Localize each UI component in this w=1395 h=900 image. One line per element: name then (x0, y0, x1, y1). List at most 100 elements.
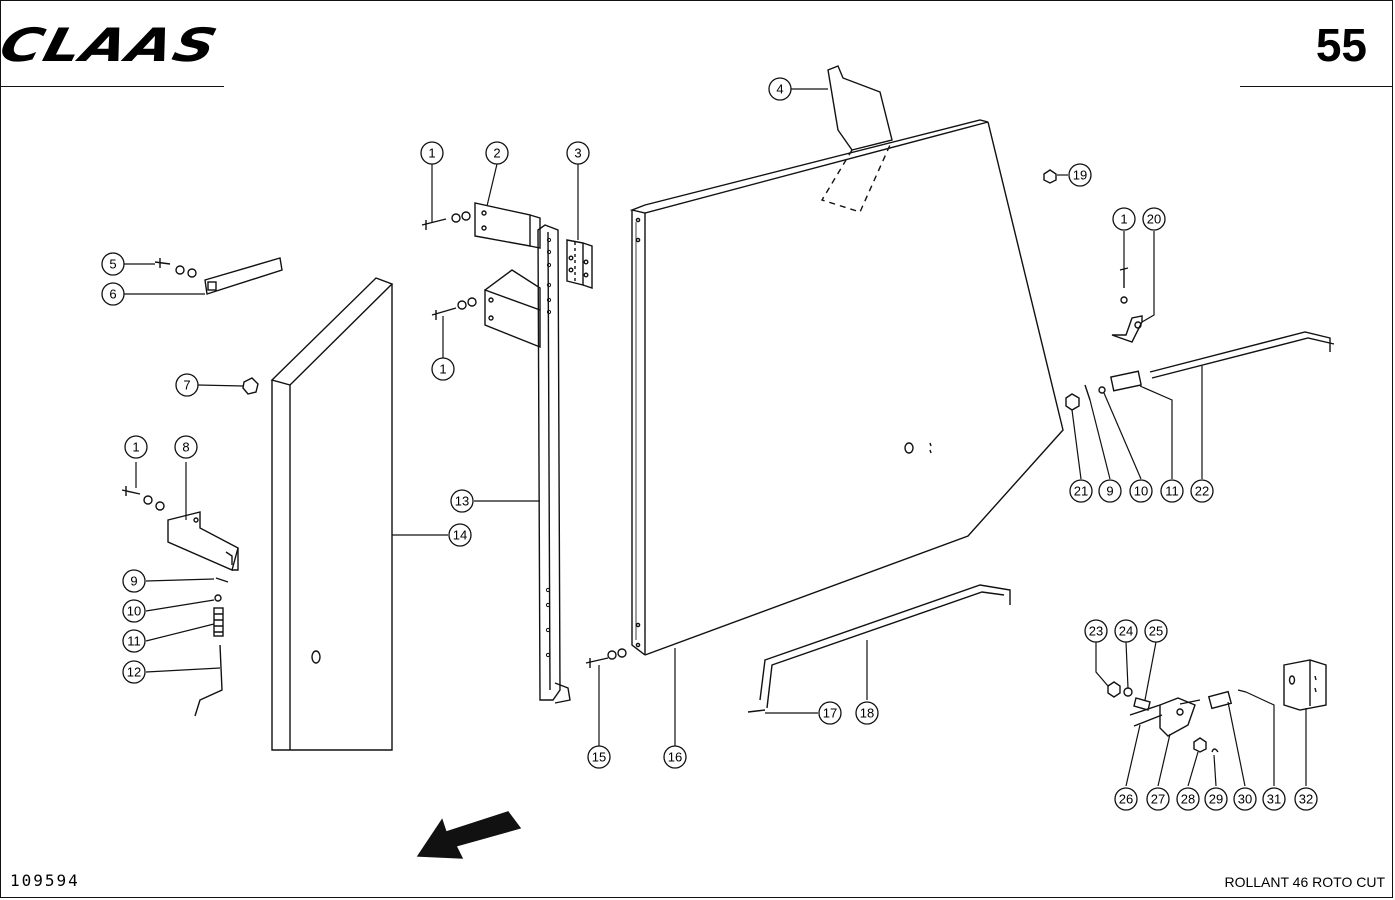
callout-30: 30 (1233, 787, 1257, 811)
callout-circle (122, 599, 146, 623)
callout-circle (122, 660, 146, 684)
callout-label: 4 (776, 82, 783, 97)
callout-circle (101, 252, 125, 276)
callout-label: 1 (428, 146, 435, 161)
side-cover-panel (270, 277, 394, 751)
callout-label: 29 (1209, 792, 1223, 807)
callout-circle (855, 701, 879, 725)
callout-circle (1294, 787, 1318, 811)
callout-18: 18 (855, 701, 879, 725)
hinge-strip (537, 224, 571, 704)
large-door-panel (629, 119, 1064, 656)
callout-10: 10 (122, 599, 146, 623)
callout-23: 23 (1084, 619, 1108, 643)
callout-label: 26 (1119, 792, 1133, 807)
callout-1: 1 (1112, 207, 1136, 231)
callout-circle (587, 745, 611, 769)
callout-label: 24 (1119, 624, 1133, 639)
callout-circle (1146, 787, 1170, 811)
middle-bracket (484, 269, 541, 349)
callout-circle (431, 357, 455, 381)
callout-29: 29 (1204, 787, 1228, 811)
hinge (566, 239, 593, 289)
callout-circle (1114, 787, 1138, 811)
callout-label: 20 (1147, 212, 1161, 227)
nut (242, 377, 259, 395)
callout-label: 25 (1149, 624, 1163, 639)
callout-circle (566, 141, 590, 165)
callout-label: 1 (1120, 212, 1127, 227)
callout-14: 14 (448, 523, 472, 547)
model-name: ROLLANT 46 ROTO CUT (1224, 874, 1385, 890)
screws-upper (421, 211, 477, 320)
callout-1: 1 (420, 141, 444, 165)
callout-circle (1068, 163, 1092, 187)
callout-label: 23 (1089, 624, 1103, 639)
callout-label: 9 (1106, 484, 1113, 499)
callout-label: 28 (1181, 792, 1195, 807)
callout-5: 5 (101, 252, 125, 276)
callout-label: 14 (453, 528, 467, 543)
callout-circle (1160, 479, 1184, 503)
callout-circle (663, 745, 687, 769)
callout-circle (768, 77, 792, 101)
latch-bracket (121, 486, 239, 571)
callout-circle (174, 435, 198, 459)
callout-6: 6 (101, 282, 125, 306)
callout-circle (1142, 207, 1166, 231)
callout-circle (1084, 619, 1108, 643)
callout-label: 21 (1074, 484, 1088, 499)
callout-label: 10 (1134, 484, 1148, 499)
callout-9: 9 (1098, 479, 1122, 503)
callout-circle (122, 569, 146, 593)
callout-circle (818, 701, 842, 725)
callout-4: 4 (768, 77, 792, 101)
callout-7: 7 (175, 373, 199, 397)
callout-19: 19 (1068, 163, 1092, 187)
callout-circle (101, 282, 125, 306)
callout-label: 16 (668, 750, 682, 765)
callout-label: 30 (1238, 792, 1252, 807)
callout-circle (485, 141, 509, 165)
callout-2: 2 (485, 141, 509, 165)
lower-rod (747, 584, 1011, 713)
callout-26: 26 (1114, 787, 1138, 811)
callout-label: 8 (182, 440, 189, 455)
callout-label: 2 (493, 146, 500, 161)
callout-circle (420, 141, 444, 165)
callout-label: 11 (127, 634, 141, 649)
header-rule-left (0, 86, 224, 87)
callout-22: 22 (1190, 479, 1214, 503)
callout-circle (1176, 787, 1200, 811)
callout-label: 11 (1165, 484, 1179, 499)
callout-16: 16 (663, 745, 687, 769)
callout-3: 3 (566, 141, 590, 165)
callout-label: 9 (130, 574, 137, 589)
callout-12: 12 (122, 660, 146, 684)
upper-rod (1065, 331, 1335, 411)
callout-28: 28 (1176, 787, 1200, 811)
callout-circle (1262, 787, 1286, 811)
document-number: 109594 (10, 871, 80, 890)
screw-bottom (585, 648, 627, 668)
callout-1: 1 (124, 435, 148, 459)
callout-27: 27 (1146, 787, 1170, 811)
callout-label: 6 (109, 287, 116, 302)
callout-13: 13 (450, 489, 474, 513)
callout-10: 10 (1129, 479, 1153, 503)
callout-circle (1204, 787, 1228, 811)
callout-label: 19 (1073, 168, 1087, 183)
callout-circle (1190, 479, 1214, 503)
callout-circle (448, 523, 472, 547)
angle-bracket (1111, 267, 1143, 343)
callout-20: 20 (1142, 207, 1166, 231)
callout-label: 18 (860, 706, 874, 721)
callout-circle (124, 435, 148, 459)
callout-25: 25 (1144, 619, 1168, 643)
callout-label: 12 (127, 665, 141, 680)
callout-label: 1 (132, 440, 139, 455)
callout-label: 10 (127, 604, 141, 619)
callout-circle (1098, 479, 1122, 503)
